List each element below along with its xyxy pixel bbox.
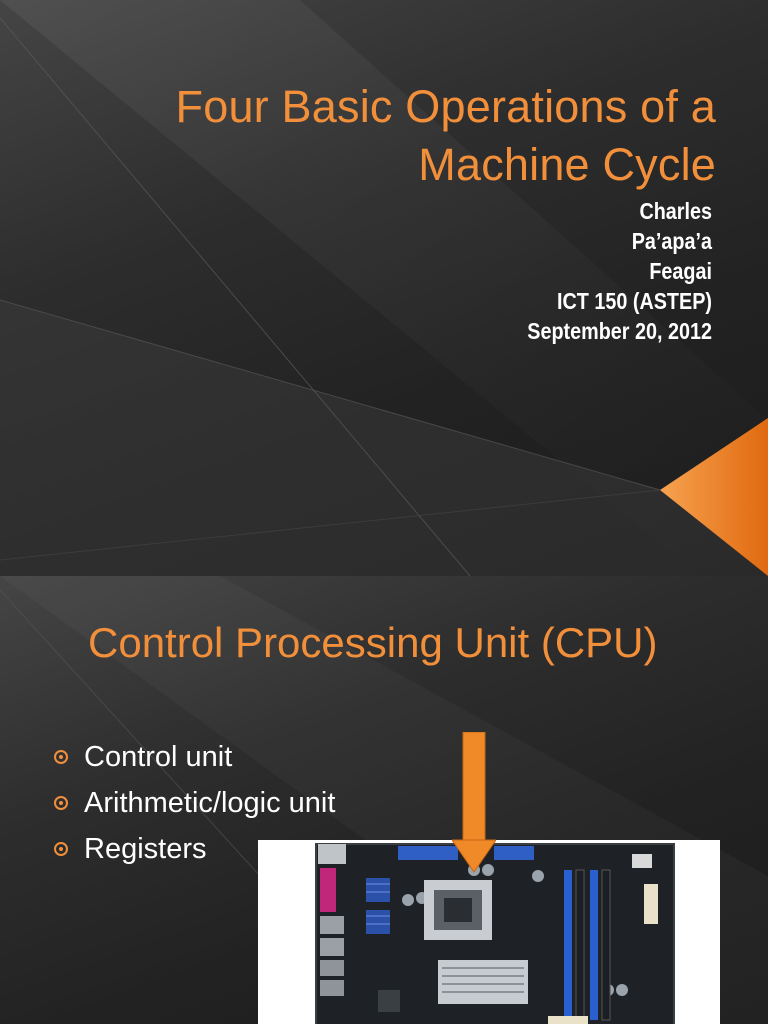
- cpu-slide: Control Processing Unit (CPU) Control un…: [0, 576, 768, 1024]
- author-block: Charles Pa’apa’a Feagai ICT 150 (ASTEP) …: [351, 196, 712, 346]
- author-first-name: Charles: [639, 198, 712, 224]
- background-decoration: [0, 0, 768, 576]
- slide-title: Four Basic Operations of a Machine Cycle: [56, 78, 716, 194]
- bullet-text: Control unit: [84, 741, 233, 773]
- motherboard-image: [258, 840, 720, 1024]
- slide-title: Control Processing Unit (CPU): [88, 619, 658, 666]
- author-last-name: Feagai: [649, 258, 712, 284]
- slide-title-line-1: Four Basic Operations of a: [175, 81, 716, 132]
- background-decoration: [0, 589, 261, 877]
- author-middle-name: Pa’apa’a: [631, 228, 712, 254]
- course-name: ICT 150 (ASTEP): [557, 288, 712, 314]
- bullet-text: Arithmetic/logic unit: [84, 787, 336, 819]
- orange-corner-accent: [660, 418, 768, 576]
- circle-bullet-icon: [54, 796, 68, 810]
- bullet-text: Registers: [84, 833, 207, 865]
- arrow-down-icon: [452, 732, 496, 873]
- slide-title-line-2: Machine Cycle: [418, 139, 716, 190]
- title-slide: Four Basic Operations of a Machine Cycle…: [0, 0, 768, 576]
- presentation-date: September 20, 2012: [527, 318, 712, 344]
- circle-bullet-icon: [54, 842, 68, 856]
- circle-bullet-icon: [54, 750, 68, 764]
